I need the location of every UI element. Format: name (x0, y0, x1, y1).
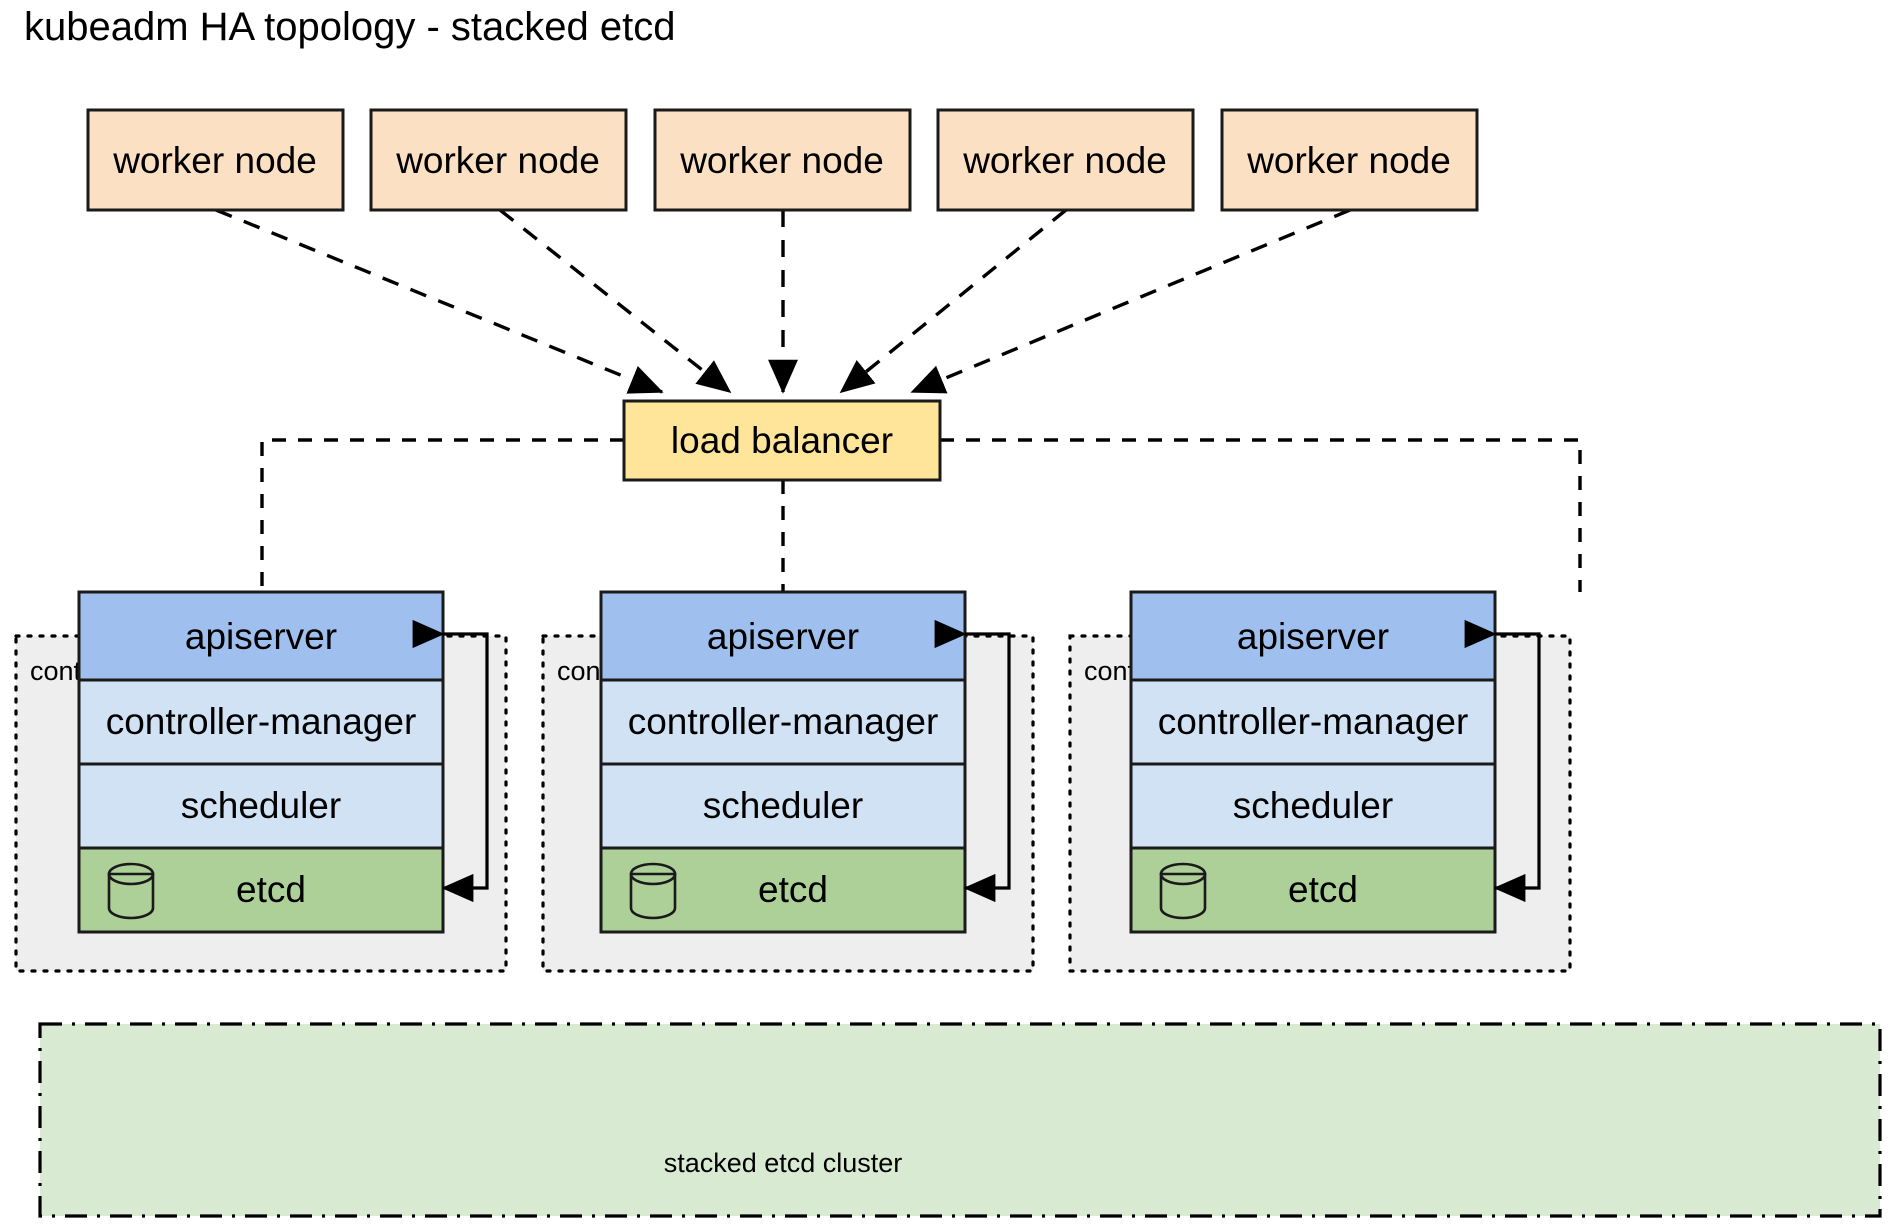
apiserver-label: apiserver (707, 616, 859, 657)
controller-manager-label: controller-manager (628, 701, 939, 742)
connector-worker4-to-lb (839, 208, 1068, 394)
stacked-etcd-cluster-region (38, 1022, 1882, 1218)
scheduler-box-2[interactable]: scheduler (599, 762, 967, 850)
worker-node-4[interactable]: worker node (936, 108, 1195, 212)
scheduler-box-3[interactable]: scheduler (1129, 762, 1497, 850)
etcd-box-1[interactable]: etcd (77, 846, 445, 934)
connector-worker1-to-lb (215, 208, 664, 394)
apiserver-box-1[interactable]: apiserver (77, 590, 445, 682)
etcd-label: etcd (236, 869, 306, 910)
load-balancer-label: load balancer (671, 420, 893, 461)
connector-worker5-to-lb (910, 208, 1351, 394)
scheduler-label: scheduler (1233, 785, 1393, 826)
etcd-label: etcd (758, 869, 828, 910)
worker-node-label: worker node (962, 140, 1167, 181)
etcd-box-2[interactable]: etcd (599, 846, 967, 934)
controller-manager-label: controller-manager (1158, 701, 1469, 742)
scheduler-label: scheduler (703, 785, 863, 826)
controller-manager-box-2[interactable]: controller-manager (599, 678, 967, 766)
worker-node-label: worker node (1246, 140, 1451, 181)
controller-manager-box-1[interactable]: controller-manager (77, 678, 445, 766)
etcd-label: etcd (1288, 869, 1358, 910)
component-stack-1: apiserver controller-manager scheduler e… (77, 590, 445, 934)
etcd-box-3[interactable]: etcd (1129, 846, 1497, 934)
apiserver-box-2[interactable]: apiserver (599, 590, 967, 682)
connector-lb-to-cp3 (940, 438, 1582, 592)
scheduler-box-1[interactable]: scheduler (77, 762, 445, 850)
component-stack-2: apiserver controller-manager scheduler e… (599, 590, 967, 934)
apiserver-label: apiserver (185, 616, 337, 657)
apiserver-label: apiserver (1237, 616, 1389, 657)
connector-apiserver-etcd-3 (1464, 619, 1541, 903)
worker-node-label: worker node (679, 140, 884, 181)
database-cylinder-icon (629, 862, 677, 920)
worker-node-2[interactable]: worker node (369, 108, 628, 212)
worker-node-label: worker node (395, 140, 600, 181)
component-stack-3: apiserver controller-manager scheduler e… (1129, 590, 1497, 934)
database-cylinder-icon (107, 862, 155, 920)
page-title: kubeadm HA topology - stacked etcd (24, 5, 675, 49)
load-balancer-node[interactable]: load balancer (622, 399, 942, 482)
scheduler-label: scheduler (181, 785, 341, 826)
worker-node-5[interactable]: worker node (1220, 108, 1479, 212)
controller-manager-box-3[interactable]: controller-manager (1129, 678, 1497, 766)
worker-node-1[interactable]: worker node (86, 108, 345, 212)
apiserver-box-3[interactable]: apiserver (1129, 590, 1497, 682)
connector-apiserver-etcd-1 (412, 619, 489, 903)
controller-manager-label: controller-manager (106, 701, 417, 742)
worker-node-label: worker node (112, 140, 317, 181)
connector-apiserver-etcd-2 (934, 619, 1011, 903)
worker-node-3[interactable]: worker node (653, 108, 912, 212)
database-cylinder-icon (1159, 862, 1207, 920)
stacked-etcd-cluster-caption: stacked etcd cluster (664, 1148, 903, 1178)
connector-worker2-to-lb (498, 208, 732, 394)
